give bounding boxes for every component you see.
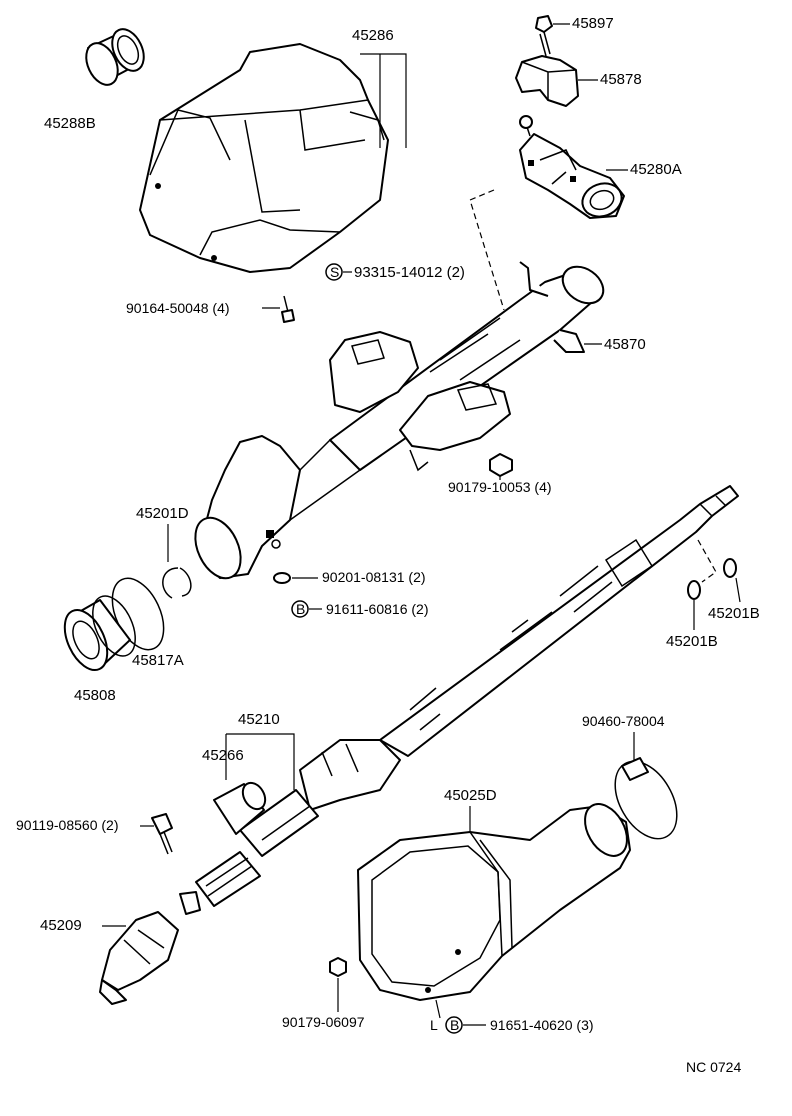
label-90179-06097: 90179-06097 [282,1014,365,1030]
label-45209: 45209 [40,917,82,934]
label-45817a: 45817A [132,652,184,669]
label-45201d: 45201D [136,505,189,522]
part-45288b-seal-ring [85,28,145,86]
label-45210: 45210 [238,711,280,728]
part-45280a-ignition-switch [519,115,625,219]
label-45288b: 45288B [44,115,96,132]
label-45025d: 45025D [444,787,497,804]
marker-l: L [430,1017,438,1033]
label-45878: 45878 [600,71,642,88]
label-90460-78004: 90460-78004 [582,713,665,729]
svg-text:B: B [450,1017,459,1033]
label-45870: 45870 [604,336,646,353]
label-91611-60816: 91611-60816 (2) [326,601,428,617]
part-45201d-snap-ring [162,567,192,599]
badge-b2 [445,1016,463,1034]
label-45201b-right: 45201B [708,605,760,622]
label-45286: 45286 [352,27,394,44]
part-90179-10053-nut [489,453,513,477]
svg-text:S: S [330,264,339,280]
part-45897-screw [535,15,553,57]
part-90119-bolt [151,813,173,855]
part-45025d-dust-boot [357,803,631,1001]
label-45280a: 45280A [630,161,682,178]
part-90460-78004-hose-clamp [614,757,678,840]
label-45808: 45808 [74,687,116,704]
label-90164-50048: 90164-50048 (4) [126,300,230,316]
part-90164-bolt [281,295,295,323]
alignment-dashed-line-lower [697,539,717,583]
badge-b1 [291,600,309,618]
label-45897: 45897 [572,15,614,32]
part-45266-sleeve [213,781,267,835]
part-main-shaft [379,485,739,757]
label-90179-10053: 90179-10053 (4) [448,479,552,495]
part-45201b-ring-right [723,558,737,578]
part-45808-bearing [63,595,136,671]
part-45286-column-cover [139,43,389,273]
alignment-dashed-line-upper [469,189,505,311]
label-45201b-left: 45201B [666,633,718,650]
label-93315-14012: 93315-14012 (2) [354,264,465,281]
part-45870-column-tube [194,261,605,580]
leader-45286 [360,53,407,148]
label-45266: 45266 [202,747,244,764]
part-90201-08131-washer [273,572,291,584]
svg-text:B: B [296,601,305,617]
part-90179-06097-nut [329,957,347,977]
part-45209-intermediate-shaft [99,851,261,1005]
part-45201b-ring-left [687,580,701,600]
catalog-code: NC 0724 [686,1059,741,1075]
part-45210-universal-joint [239,739,401,857]
badge-s [325,263,343,281]
label-90119-08560: 90119-08560 (2) [16,817,118,833]
part-45878-clamp [515,55,579,107]
label-91651-40620: 91651-40620 (3) [490,1017,594,1033]
label-90201-08131: 90201-08131 (2) [322,569,426,585]
